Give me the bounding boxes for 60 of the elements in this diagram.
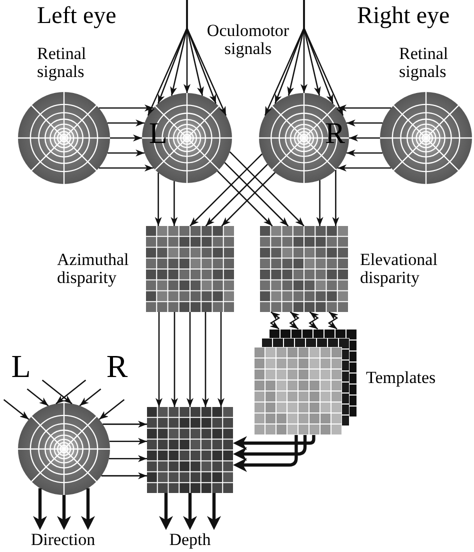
arrow [154,172,162,226]
side-heading: Left eye [37,2,116,30]
arrow [156,312,162,407]
side-heading: Right eye [357,2,450,30]
thick-arrow [233,435,298,472]
arrow [110,134,142,142]
input-label: Oculomotor signals [206,22,290,58]
zigzag-arrow [288,311,300,330]
thick-arrow [207,493,221,530]
arrow [186,312,194,407]
arrow [338,164,392,172]
map-label: Azimuthal disparity [57,251,130,287]
output-label: Direction [26,530,100,550]
thick-arrow [81,488,95,530]
zigzag-arrow [270,311,280,330]
arrow [316,180,324,226]
arrow [26,388,49,406]
arrow [346,150,382,156]
arrow [42,380,72,404]
arrow [303,0,344,116]
eye-label: L [10,350,32,382]
arrow [349,134,380,142]
arrow [224,162,289,226]
thick-arrow [233,435,316,450]
eye-label: R [105,350,129,382]
thick-arrow [57,495,71,530]
arrow [346,120,382,126]
arrow [171,312,178,407]
arrow [3,399,30,420]
thick-arrow [33,488,47,530]
arrow [56,380,86,404]
arrow [109,455,147,462]
arrow [109,438,147,445]
thick-arrow [183,493,197,530]
arrow [229,151,304,226]
arrow [170,181,178,226]
arrow [101,472,147,480]
arrow [218,312,224,407]
input-label: Retinal signals [37,45,88,81]
arrow [79,388,102,406]
arrow [108,150,145,156]
arrow [205,164,268,226]
arrow [186,0,227,116]
arrow [108,120,145,126]
thick-arrow [159,493,173,530]
map-label: Elevational disparity [360,251,438,287]
arrow [190,154,262,226]
input-label: Retinal signals [399,45,450,81]
zigzag-arrow [328,311,338,330]
arrow [338,104,392,112]
arrow [98,399,125,420]
arrow [102,420,147,428]
arrow [332,170,340,226]
map-label: Templates [366,369,437,387]
output-label: Depth [166,530,214,550]
zigzag-arrow [308,311,319,330]
arrow [202,312,209,407]
arrow [98,104,154,112]
thick-arrow [233,435,307,461]
arrow [98,164,154,172]
